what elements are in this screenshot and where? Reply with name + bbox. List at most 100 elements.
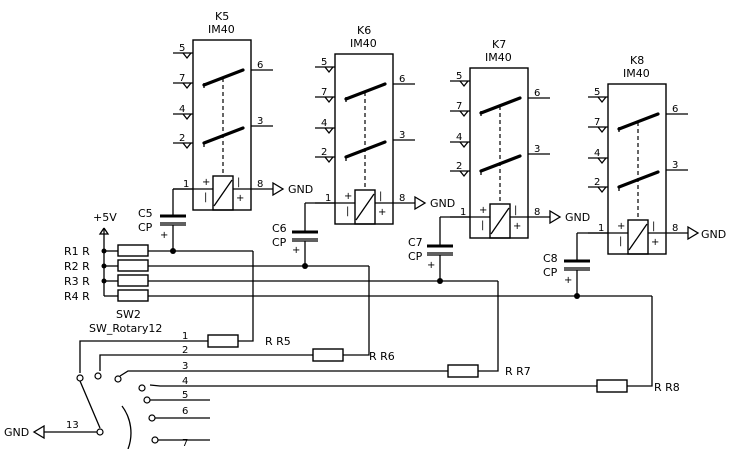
rotary-switch-sw2: SW2 SW_Rotary12 1 2 3 4 5 6 7 13 GN — [4, 308, 597, 449]
gnd-label: GND — [565, 211, 590, 224]
relay-k7: K7 IM40 5 7 4 2 1 6 3 8 + | | + — [448, 38, 552, 240]
capacitor-c5-ref: C5 — [138, 207, 153, 220]
pin-4: 4 — [179, 104, 185, 115]
pack-label-r4: R4 R — [64, 290, 90, 303]
coil-plus: + — [651, 237, 659, 248]
capacitor-c5: C5 CP + — [138, 189, 188, 251]
gnd-k8: GND — [687, 226, 726, 241]
pin-1: 1 — [183, 179, 189, 190]
coil-bar: | — [481, 220, 484, 231]
switch-common-pin: 13 — [66, 420, 79, 431]
capacitor-c8-ref: C8 — [543, 252, 558, 265]
switch-value: SW_Rotary12 — [89, 322, 162, 335]
pin-1: 1 — [460, 207, 466, 218]
pin-6: 6 — [399, 74, 405, 85]
resistor-r8: R R8 — [596, 379, 680, 394]
pin-4: 4 — [321, 118, 327, 129]
relay-k5: K5 IM40 5 7 4 2 1 6 3 8 + | | + — [171, 10, 275, 212]
relay-k7-value: IM40 — [485, 51, 512, 64]
relay-k6: K6 IM40 5 7 4 2 1 6 3 8 + | | + — [313, 24, 417, 226]
pin-2: 2 — [179, 133, 185, 144]
switch-pos-2: 2 — [182, 345, 188, 356]
pin-5: 5 — [321, 57, 327, 68]
pin-4: 4 — [456, 132, 462, 143]
pin-6: 6 — [257, 60, 263, 71]
switch-pos-5: 5 — [182, 390, 188, 401]
pin-1: 1 — [598, 223, 604, 234]
pin-3: 3 — [399, 130, 405, 141]
coil-plus: + — [378, 207, 386, 218]
relay-k7-ref: K7 — [492, 38, 506, 51]
relay-k8-value: IM40 — [623, 67, 650, 80]
pin-8: 8 — [257, 179, 263, 190]
pack-label-r2: R2 R — [64, 260, 90, 273]
gnd-label: GND — [4, 426, 29, 439]
resistor-r5-label: R R5 — [265, 335, 291, 348]
switch-pos-1: 1 — [182, 331, 188, 342]
coil-bar: | — [619, 236, 622, 247]
cap-plus: + — [160, 230, 168, 241]
coil-plus: + — [479, 205, 487, 216]
cap-plus: + — [292, 245, 300, 256]
switch-ref: SW2 — [116, 308, 141, 321]
coil-bar: | — [379, 191, 382, 202]
pin-8: 8 — [534, 207, 540, 218]
gnd-label: GND — [288, 183, 313, 196]
pin-7: 7 — [179, 73, 185, 84]
capacitor-c8: C8 CP + — [543, 233, 592, 296]
pin-8: 8 — [672, 223, 678, 234]
bus-wires — [148, 248, 653, 387]
pin-7: 7 — [321, 87, 327, 98]
capacitor-c7: C7 CP + — [408, 217, 455, 281]
capacitor-c6: C6 CP + — [272, 203, 320, 266]
switch-pos-7: 7 — [182, 438, 188, 449]
coil-bar: | — [346, 206, 349, 217]
pack-label-r3: R3 R — [64, 275, 90, 288]
pin-2: 2 — [594, 177, 600, 188]
capacitor-c7-ref: C7 — [408, 236, 423, 249]
relay-k5-value: IM40 — [208, 23, 235, 36]
gnd-label: GND — [701, 228, 726, 241]
pin-4: 4 — [594, 148, 600, 159]
supply-5v: +5V — [93, 211, 117, 296]
gnd-k7: GND — [549, 210, 590, 224]
pin-2: 2 — [456, 161, 462, 172]
pin-5: 5 — [594, 87, 600, 98]
pin-5: 5 — [456, 71, 462, 82]
relay-k8: K8 IM40 5 7 4 2 1 6 3 8 + | | + — [586, 54, 690, 256]
coil-plus: + — [513, 221, 521, 232]
gnd-k6: GND — [414, 196, 455, 210]
pin-6: 6 — [672, 104, 678, 115]
coil-bar: | — [652, 221, 655, 232]
coil-bar: | — [514, 205, 517, 216]
pin-7: 7 — [594, 117, 600, 128]
coil-plus: + — [202, 177, 210, 188]
switch-pos-3: 3 — [182, 361, 188, 372]
resistor-r6: R R6 — [312, 348, 395, 363]
capacitor-c7-value: CP — [408, 250, 423, 263]
capacitor-c5-value: CP — [138, 221, 153, 234]
pin-6: 6 — [534, 88, 540, 99]
pin-2: 2 — [321, 147, 327, 158]
pin-3: 3 — [534, 144, 540, 155]
pack-label-r1: R1 R — [64, 245, 90, 258]
capacitor-c6-ref: C6 — [272, 222, 287, 235]
relay-k6-value: IM40 — [350, 37, 377, 50]
coil-plus: + — [236, 193, 244, 204]
pin-7: 7 — [456, 101, 462, 112]
relay-k8-ref: K8 — [630, 54, 644, 67]
cap-plus: + — [427, 260, 435, 271]
switch-pos-6: 6 — [182, 406, 188, 417]
resistor-r8-label: R R8 — [654, 381, 680, 394]
cap-plus: + — [564, 275, 572, 286]
supply-label: +5V — [93, 211, 117, 224]
pin-1: 1 — [325, 193, 331, 204]
relay-k5-ref: K5 — [215, 10, 229, 23]
switch-pos-4: 4 — [182, 376, 188, 387]
pin-8: 8 — [399, 193, 405, 204]
coil-bar: | — [237, 177, 240, 188]
pin-3: 3 — [672, 160, 678, 171]
pin-3: 3 — [257, 116, 263, 127]
pin-5: 5 — [179, 43, 185, 54]
